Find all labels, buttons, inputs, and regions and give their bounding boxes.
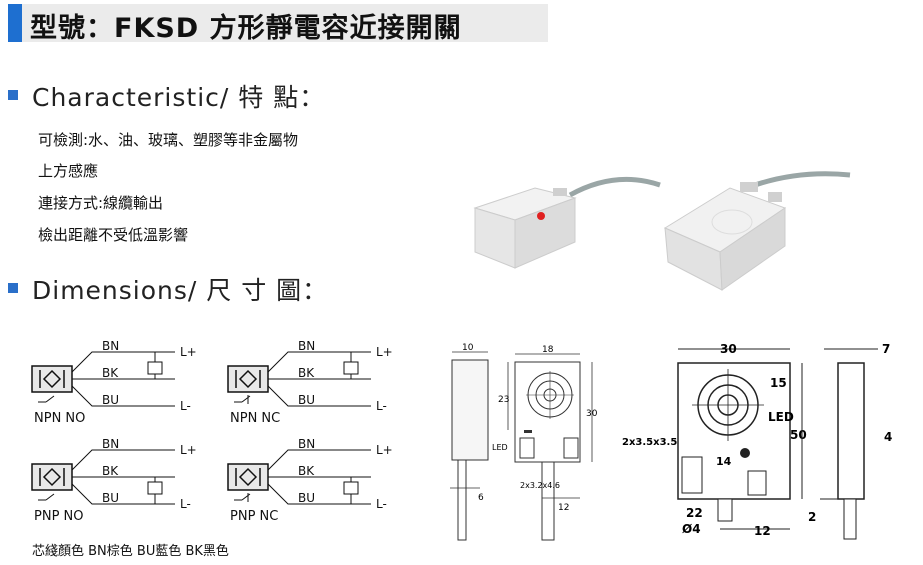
svg-text:L-: L- bbox=[180, 399, 191, 413]
svg-text:BU: BU bbox=[102, 491, 119, 505]
title-accent-bar bbox=[8, 4, 22, 42]
wiring-diagrams: BN BK BU L+ L- NPN NO BN BK BU L+ L- NPN… bbox=[31, 340, 393, 524]
svg-text:L+: L+ bbox=[376, 345, 393, 359]
svg-text:23: 23 bbox=[498, 395, 509, 405]
svg-text:BK: BK bbox=[102, 366, 119, 380]
wiring-label-pnp-no: PNP NO bbox=[34, 509, 84, 524]
wiring-diagram-npn-no: BN BK BU L+ L- NPN NO bbox=[31, 340, 197, 426]
sensor-photo-small bbox=[473, 176, 661, 269]
dimensions-heading: Dimensions/ 尺 寸 圖： bbox=[32, 276, 329, 305]
svg-text:BK: BK bbox=[102, 464, 119, 478]
section-bullet-icon bbox=[8, 90, 18, 100]
svg-text:L+: L+ bbox=[376, 443, 393, 457]
svg-text:14: 14 bbox=[716, 455, 732, 468]
dimension-drawing-large: 30 15 LED 50 2x3.5x3.5 14 22 Ø4 12 7 4 2 bbox=[622, 342, 892, 540]
svg-text:L-: L- bbox=[376, 399, 387, 413]
svg-text:BU: BU bbox=[298, 393, 315, 407]
svg-text:2: 2 bbox=[808, 510, 816, 524]
feature-item: 連接方式:線纜輸出 bbox=[38, 194, 164, 212]
svg-text:12: 12 bbox=[558, 503, 569, 513]
svg-text:LED: LED bbox=[492, 443, 508, 452]
svg-text:BN: BN bbox=[102, 340, 119, 353]
svg-text:L+: L+ bbox=[180, 345, 197, 359]
svg-text:BN: BN bbox=[102, 437, 119, 451]
svg-text:BU: BU bbox=[102, 393, 119, 407]
svg-text:BU: BU bbox=[298, 491, 315, 505]
wiring-diagram-pnp-no: BN BK BU L+ L- PNP NO bbox=[31, 437, 197, 524]
sensor-photo-large bbox=[663, 171, 851, 291]
wiring-label-npn-nc: NPN NC bbox=[230, 411, 280, 426]
svg-text:Ø4: Ø4 bbox=[682, 522, 701, 536]
wiring-diagram-pnp-nc: BN BK BU L+ L- PNP NC bbox=[227, 437, 393, 524]
svg-text:BN: BN bbox=[298, 340, 315, 353]
wiring-diagram-npn-nc: BN BK BU L+ L- NPN NC bbox=[227, 340, 393, 426]
feature-item: 可檢測:水、油、玻璃、塑膠等非金屬物 bbox=[38, 131, 299, 149]
wire-color-note: 芯綫顏色 BN棕色 BU藍色 BK黑色 bbox=[32, 544, 229, 559]
feature-item: 上方感應 bbox=[38, 162, 99, 180]
dimension-drawing-small: 10 6 18 23 30 LED 2x3.2x4.6 12 bbox=[450, 343, 598, 541]
svg-text:22: 22 bbox=[686, 506, 703, 520]
page-title: 型號：FKSD 方形靜電容近接開關 bbox=[30, 13, 462, 44]
svg-text:12: 12 bbox=[754, 524, 771, 538]
feature-item: 檢出距離不受低溫影響 bbox=[38, 226, 189, 244]
svg-text:6: 6 bbox=[478, 493, 484, 503]
characteristic-heading: Characteristic/ 特 點： bbox=[32, 83, 326, 112]
svg-text:BK: BK bbox=[298, 366, 315, 380]
title-bar bbox=[8, 4, 548, 42]
svg-text:2x3.2x4.6: 2x3.2x4.6 bbox=[520, 481, 560, 490]
svg-text:7: 7 bbox=[882, 342, 890, 356]
svg-text:30: 30 bbox=[586, 409, 598, 419]
wiring-label-npn-no: NPN NO bbox=[34, 411, 85, 426]
svg-text:L+: L+ bbox=[180, 443, 197, 457]
svg-text:50: 50 bbox=[790, 428, 807, 442]
svg-text:BN: BN bbox=[298, 437, 315, 451]
svg-text:2x3.5x3.5: 2x3.5x3.5 bbox=[622, 437, 677, 448]
section-bullet-icon bbox=[8, 283, 18, 293]
svg-text:LED: LED bbox=[768, 410, 794, 424]
svg-text:BK: BK bbox=[298, 464, 315, 478]
svg-text:10: 10 bbox=[462, 343, 474, 353]
wiring-label-pnp-nc: PNP NC bbox=[230, 509, 278, 524]
svg-text:L-: L- bbox=[376, 497, 387, 511]
svg-text:30: 30 bbox=[720, 342, 737, 356]
svg-text:L-: L- bbox=[180, 497, 191, 511]
svg-text:4: 4 bbox=[884, 430, 892, 444]
svg-text:18: 18 bbox=[542, 345, 554, 355]
svg-text:15: 15 bbox=[770, 376, 787, 390]
